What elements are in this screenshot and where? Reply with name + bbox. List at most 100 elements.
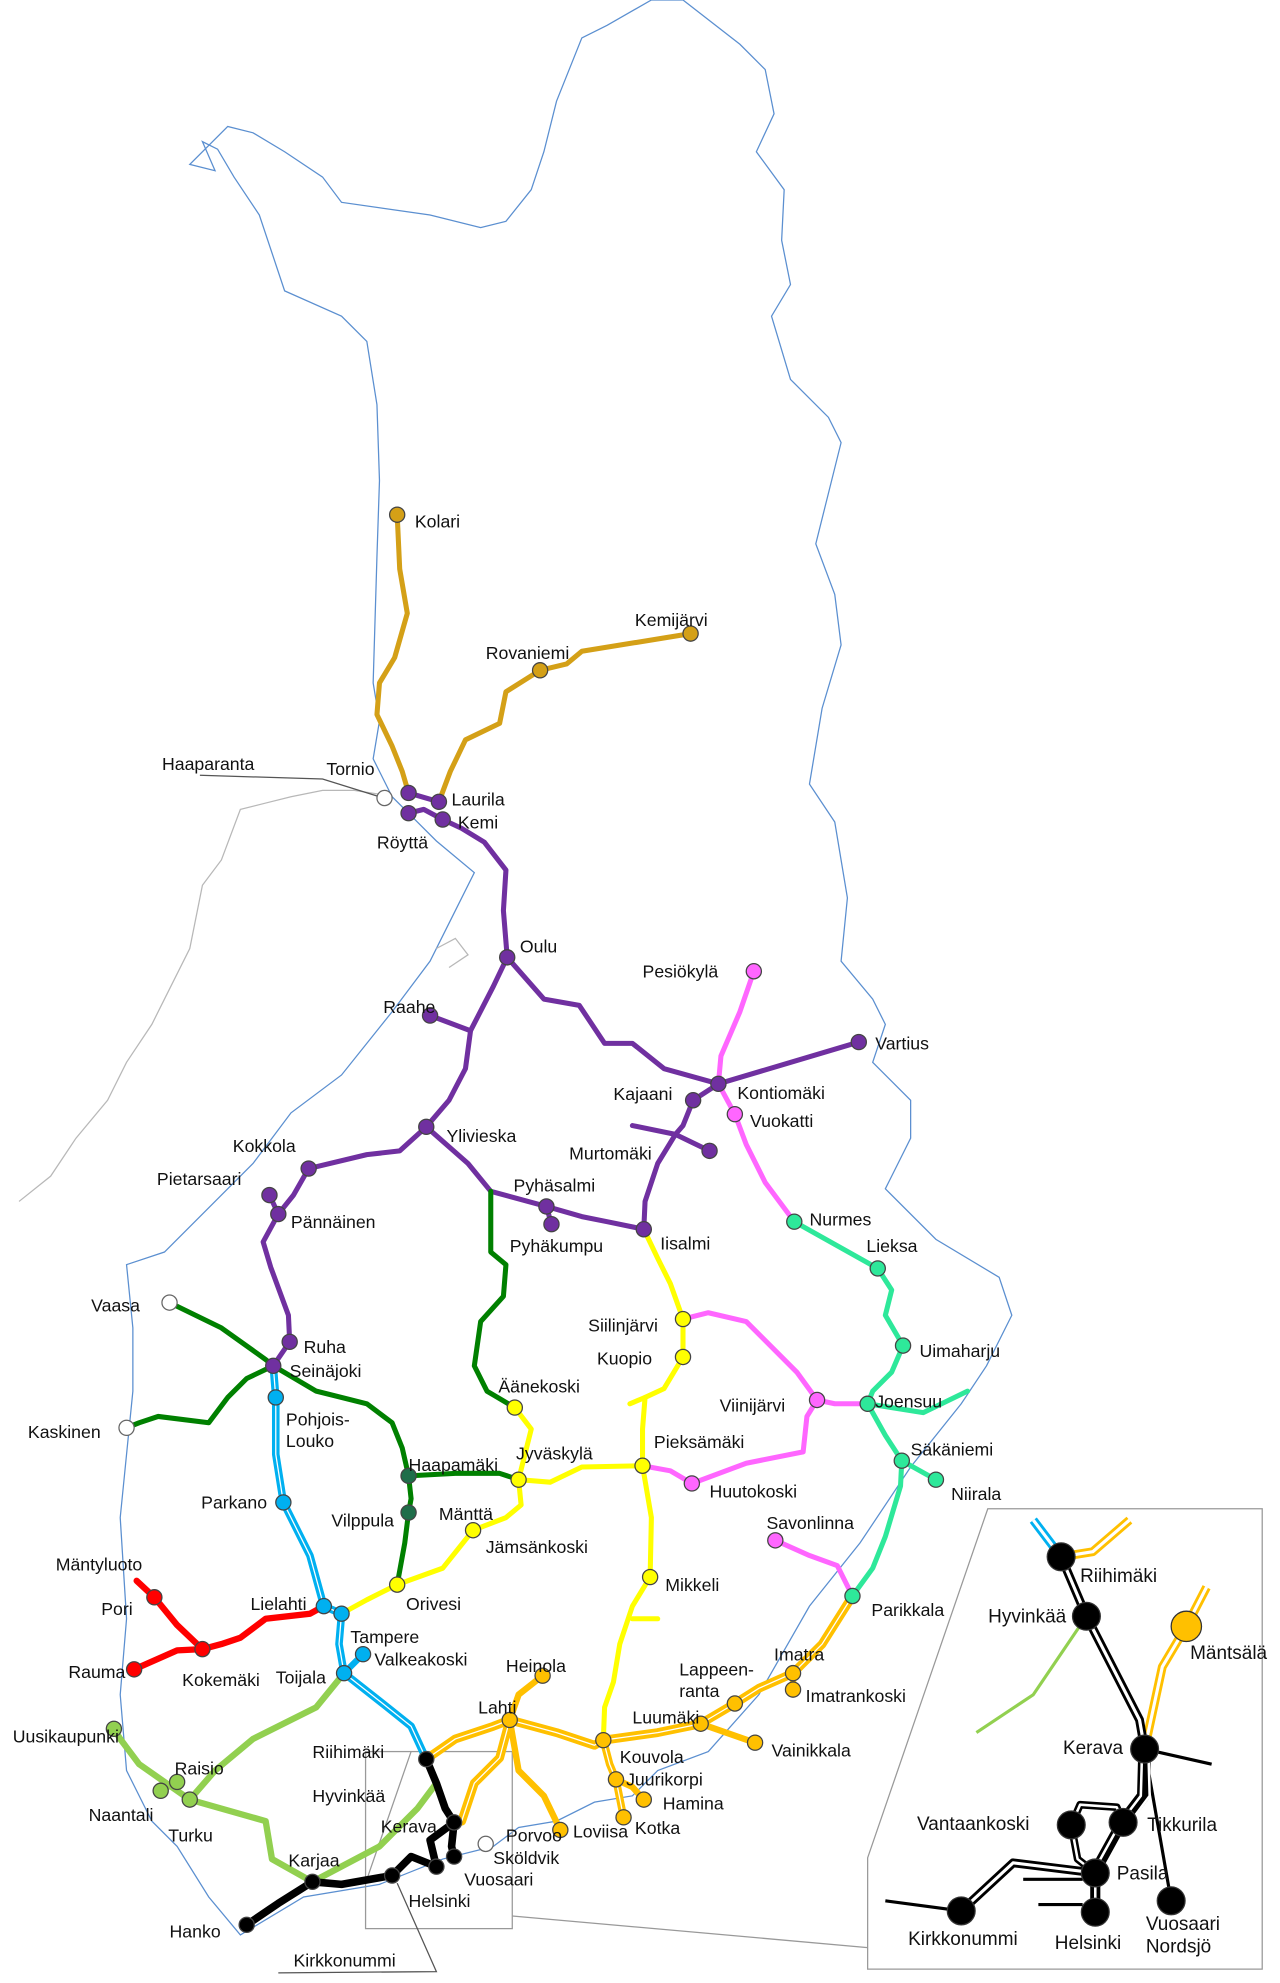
- station-marker[interactable]: [784, 1664, 802, 1682]
- station-lielahti[interactable]: Lielahti: [250, 1594, 333, 1615]
- station-marker[interactable]: [354, 1645, 372, 1663]
- station-sköldvik[interactable]: Sköldvik: [493, 1848, 559, 1868]
- station-pieksämäki[interactable]: Pieksämäki: [634, 1432, 744, 1474]
- station-marker[interactable]: [445, 1848, 463, 1865]
- station-marker[interactable]: [265, 1357, 282, 1375]
- station-marker[interactable]: [615, 1809, 632, 1826]
- station-orivesi[interactable]: Orivesi: [388, 1576, 461, 1614]
- station-iisalmi[interactable]: Iisalmi: [635, 1221, 710, 1254]
- station-marker[interactable]: [710, 1075, 727, 1093]
- station-marker[interactable]: [125, 1661, 143, 1678]
- station-nurmes[interactable]: Nurmes: [786, 1209, 872, 1230]
- station-tornio[interactable]: Tornio: [326, 759, 417, 802]
- station-marker[interactable]: [464, 1522, 482, 1539]
- station-viinijärvi[interactable]: Viinijärvi: [720, 1391, 826, 1415]
- station-marker[interactable]: [300, 1160, 317, 1177]
- station-marker[interactable]: [510, 1471, 527, 1488]
- station-marker[interactable]: [927, 1471, 945, 1488]
- station-kotka[interactable]: Kotka: [615, 1809, 680, 1838]
- station-pohjois-louko[interactable]: Pohjois-Louko: [267, 1389, 350, 1451]
- station-juurikorpi[interactable]: Juurikorpi: [607, 1770, 703, 1790]
- station-vuosaari[interactable]: Vuosaari: [445, 1848, 534, 1890]
- station-uusikaupunki[interactable]: Uusikaupunki: [13, 1720, 123, 1747]
- station-marker[interactable]: [674, 1348, 692, 1366]
- station-pietarsaari[interactable]: Pietarsaari: [157, 1169, 278, 1204]
- station-kokemäki[interactable]: Kokemäki: [182, 1640, 260, 1690]
- station-rovaniemi[interactable]: Rovaniemi: [486, 643, 570, 679]
- station-marker[interactable]: [701, 1142, 718, 1160]
- station-marker[interactable]: [641, 1568, 659, 1586]
- station-hamina[interactable]: Hamina: [635, 1791, 724, 1814]
- station-vainikkala[interactable]: Vainikkala: [746, 1734, 851, 1761]
- station-marker[interactable]: [388, 506, 406, 523]
- station-marker[interactable]: [400, 1504, 417, 1521]
- station-marker[interactable]: [498, 949, 516, 966]
- station-marker[interactable]: [850, 1033, 868, 1051]
- station-uimaharju[interactable]: Uimaharju: [894, 1337, 1000, 1361]
- inset-station-kerava[interactable]: Kerava: [1063, 1734, 1160, 1764]
- station-lappeen-ranta[interactable]: Lappeen-ranta: [679, 1660, 754, 1712]
- station-haaparanta[interactable]: Haaparanta: [162, 754, 393, 807]
- station-kerava[interactable]: Kerava: [381, 1814, 463, 1837]
- station-raisio[interactable]: Raisio: [168, 1758, 224, 1791]
- inset-station-marker[interactable]: [1130, 1734, 1160, 1764]
- station-huutokoski[interactable]: Huutokoski: [683, 1475, 797, 1501]
- station-marker[interactable]: [118, 1419, 135, 1437]
- station-jyväskylä[interactable]: Jyväskylä: [510, 1443, 593, 1488]
- station-parikkala[interactable]: Parikkala: [844, 1587, 944, 1620]
- station-marker[interactable]: [428, 1858, 445, 1875]
- station-karjaa[interactable]: Karjaa: [288, 1851, 340, 1891]
- inset-station-marker[interactable]: [946, 1896, 976, 1926]
- station-marker[interactable]: [869, 1260, 886, 1277]
- station-turku[interactable]: Turku: [168, 1791, 213, 1845]
- station-kaskinen[interactable]: Kaskinen: [28, 1419, 135, 1442]
- station-marker[interactable]: [682, 625, 699, 642]
- station-joensuu[interactable]: Joensuu: [859, 1392, 942, 1413]
- inset-station-marker[interactable]: [1080, 1897, 1110, 1927]
- station-marker[interactable]: [152, 1782, 169, 1799]
- station-tampere[interactable]: Tampere: [333, 1605, 419, 1647]
- inset-station-marker[interactable]: [1108, 1807, 1138, 1837]
- station-loviisa[interactable]: Loviisa: [552, 1821, 628, 1842]
- station-marker[interactable]: [859, 1395, 876, 1413]
- station-marker[interactable]: [146, 1589, 163, 1606]
- station-marker[interactable]: [808, 1391, 826, 1409]
- station-vaasa[interactable]: Vaasa: [91, 1294, 178, 1315]
- station-marker[interactable]: [595, 1731, 612, 1749]
- station-marker[interactable]: [543, 1215, 560, 1233]
- station-murtomäki[interactable]: Murtomäki: [569, 1142, 718, 1164]
- station-marker[interactable]: [267, 1389, 284, 1406]
- station-pännäinen[interactable]: Pännäinen: [270, 1205, 376, 1232]
- station-rauma[interactable]: Rauma: [68, 1661, 143, 1682]
- station-porvoo[interactable]: Porvoo: [477, 1825, 562, 1853]
- station-ylivieska[interactable]: Ylivieska: [418, 1118, 517, 1146]
- station-marker[interactable]: [552, 1821, 569, 1839]
- station-kemijärvi[interactable]: Kemijärvi: [635, 610, 708, 642]
- station-niirala[interactable]: Niirala: [927, 1471, 1001, 1504]
- station-marker[interactable]: [538, 1198, 555, 1215]
- station-laurila[interactable]: Laurila: [430, 790, 505, 811]
- station-äänekoski[interactable]: Äänekoski: [498, 1376, 580, 1416]
- station-haapamäki[interactable]: Haapamäki: [400, 1455, 498, 1485]
- station-imatrankoski[interactable]: Imatrankoski: [784, 1681, 906, 1706]
- station-marker[interactable]: [786, 1213, 803, 1230]
- station-marker[interactable]: [684, 1092, 702, 1109]
- station-röyttä[interactable]: Röyttä: [377, 804, 428, 853]
- station-kemi[interactable]: Kemi: [434, 811, 498, 832]
- inset-station-pasila[interactable]: Pasila: [1080, 1858, 1169, 1888]
- station-mänttä[interactable]: Mänttä: [439, 1504, 493, 1539]
- station-marker[interactable]: [445, 1814, 463, 1831]
- inset-station-hyvinkää[interactable]: Hyvinkää: [988, 1601, 1101, 1631]
- station-marker[interactable]: [893, 1452, 911, 1469]
- inset-station-marker[interactable]: [1080, 1858, 1110, 1888]
- inset-station-marker[interactable]: [1056, 1810, 1086, 1840]
- station-seinäjoki[interactable]: Seinäjoki: [265, 1357, 362, 1381]
- station-kontiomäki[interactable]: Kontiomäki: [710, 1075, 825, 1103]
- station-savonlinna[interactable]: Savonlinna: [766, 1513, 854, 1549]
- station-marker[interactable]: [635, 1221, 653, 1238]
- station-imatra[interactable]: Imatra: [774, 1645, 824, 1682]
- station-pyhäsalmi[interactable]: Pyhäsalmi: [514, 1175, 596, 1215]
- station-marker[interactable]: [434, 811, 451, 828]
- station-marker[interactable]: [531, 662, 549, 679]
- station-luumäki[interactable]: Luumäki: [632, 1708, 709, 1732]
